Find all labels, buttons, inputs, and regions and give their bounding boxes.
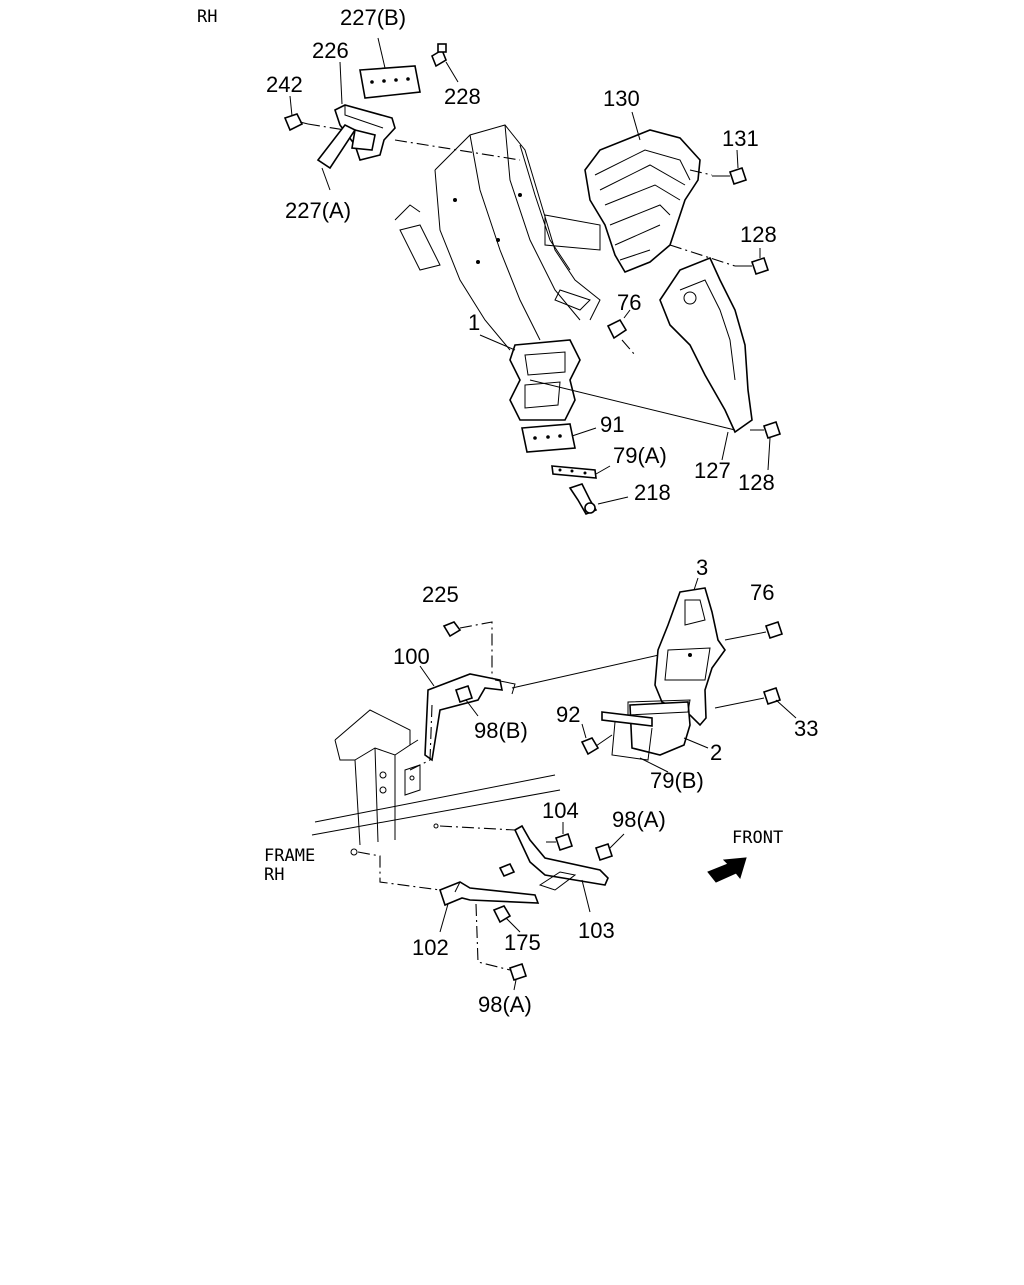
part-227b-plate [359,37,421,99]
callout-1: 1 [468,310,480,335]
callout-242: 242 [266,72,303,97]
callout-103: 103 [578,918,615,943]
part-98a-upper-bolt [594,833,625,862]
part-102-bracket [350,823,540,933]
part-227a-bracket [316,123,376,191]
part-104-bolt [546,822,574,852]
callout-225: 225 [422,582,459,607]
callout-127: 127 [694,458,731,483]
front-arrow-icon [707,857,747,883]
front-label: FRONT [732,828,783,848]
callout-79a: 79(A) [613,443,667,468]
callout-98a-lower: 98(A) [478,992,532,1017]
callout-130: 130 [603,86,640,111]
part-228-bolt [431,43,459,83]
callout-98b: 98(B) [474,718,528,743]
part-3-mudguard [654,577,726,727]
part-242-bolt [283,95,309,132]
callout-175: 175 [504,930,541,955]
callout-79b: 79(B) [650,768,704,793]
callout-2: 2 [710,740,722,765]
callout-227b: 227(B) [340,5,406,30]
callout-104: 104 [542,798,579,823]
callout-92: 92 [556,702,580,727]
part-76-upper-bolt [606,309,636,356]
callout-128-lower: 128 [738,470,775,495]
part-131-bolt [712,149,748,186]
part-225-nut [442,621,493,692]
cab-frame-structure [394,124,601,351]
part-92-nut [580,723,613,756]
callout-131: 131 [722,126,759,151]
part-79a-strip [551,465,611,479]
part-33-bolt [714,686,797,719]
callout-91: 91 [600,412,624,437]
part-2-mudflap [627,699,709,756]
callout-76-upper: 76 [617,290,641,315]
part-100-bracket [409,665,516,771]
side-label: RH [197,7,217,27]
part-130-cover [584,111,701,273]
callout-76-lower: 76 [750,580,774,605]
callout-227a: 227(A) [285,198,351,223]
callout-98a-upper: 98(A) [612,807,666,832]
part-128-upper-bolt [735,248,770,276]
callout-100: 100 [393,644,430,669]
part-79b-strip [601,711,669,773]
part-98b-bolt [454,684,479,717]
part-76-lower-bolt [724,620,784,641]
callout-3: 3 [696,555,708,580]
part-128-lower-bolt [750,420,782,471]
frame-label-line-2: RH [264,865,284,885]
part-1-bracket-plate [479,334,581,421]
callout-33: 33 [794,716,818,741]
callout-226: 226 [312,38,349,63]
frame-rh-structure [311,709,561,846]
callout-128-upper: 128 [740,222,777,247]
callout-218: 218 [634,480,671,505]
part-127-mudguard [659,256,753,461]
part-103-bracket [439,824,609,913]
callout-102: 102 [412,935,449,960]
frame-label-line-1: FRAME [264,846,315,866]
part-218-stud [568,483,629,516]
part-98a-lower-bolt [475,903,528,991]
callout-228: 228 [444,84,481,109]
part-175-nut [492,862,521,933]
part-91-plate [521,423,597,453]
